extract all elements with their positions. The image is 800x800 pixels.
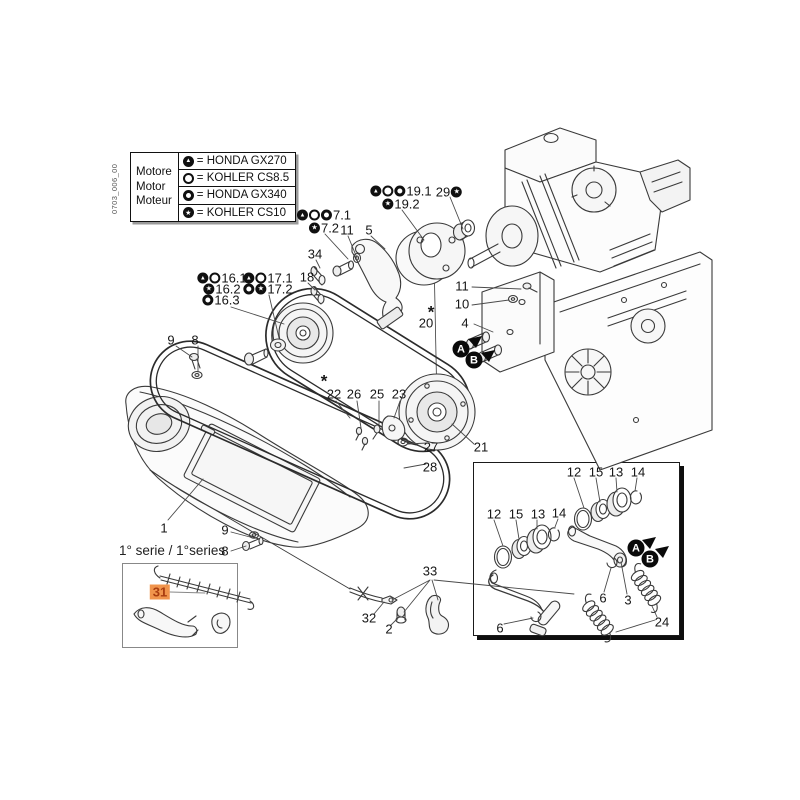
legend-engine-name: = HONDA GX340: [196, 189, 287, 202]
engine-variant-symbol-ring: [308, 209, 320, 221]
part-label-19.1: ▲19.1: [370, 185, 432, 198]
pulley-16-drawing: [243, 302, 334, 366]
legend-rows: ▲= HONDA GX270 = KOHLER CS8.5 = HONDA GX34…: [178, 153, 296, 221]
engine-legend-box: Motore Motor Moteur ▲= HONDA GX270 = KOHL…: [130, 152, 297, 222]
legend-row: = HONDA GX340: [178, 186, 296, 203]
first-series-inset-box: [122, 563, 238, 648]
legend-column-label: Motore Motor Moteur: [131, 153, 179, 221]
part-label-32: 32: [361, 610, 377, 626]
part-label-26: 26: [346, 386, 362, 402]
part-label-23: 23: [391, 386, 407, 402]
engine-variant-symbol-ring: [382, 185, 394, 197]
engine-variant-symbol-tri: ▲: [197, 272, 209, 284]
engine-variant-symbol-star: ★: [203, 283, 215, 295]
engine-variant-symbol-tri: ▲: [370, 185, 382, 197]
legend-row: ▲= HONDA GX270: [179, 153, 295, 169]
engine-variant-symbol-star: ★: [451, 186, 463, 198]
part-label-20: 20: [418, 315, 434, 331]
part-label-16.1: ▲16.1: [197, 272, 247, 285]
part-label-7.2: ★7.2: [308, 222, 339, 235]
view-badge-B: B: [465, 351, 483, 369]
part-label-22: 22: [326, 386, 342, 402]
part-label-6: 6: [599, 590, 607, 606]
belt-22-drawing: [149, 340, 451, 520]
part-label-8: 8: [221, 543, 229, 559]
part-label-8: 8: [191, 332, 199, 348]
part-label-9: 9: [167, 332, 175, 348]
engine-variant-symbol-ring: [255, 272, 267, 284]
part-label-6: 6: [496, 620, 504, 636]
clutch-drawing: [395, 219, 476, 286]
part-label-16.3: 16.3: [202, 294, 240, 307]
part-label-9: 9: [221, 522, 229, 538]
legend-engine-name: = HONDA GX270: [196, 155, 287, 168]
belt-20-drawing: [265, 287, 471, 453]
legend-engine-name: = KOHLER CS10: [196, 206, 286, 219]
part-label-13: 13: [608, 464, 624, 480]
engine-variant-symbol-star: ★: [255, 283, 267, 295]
part-label-31: 31: [149, 584, 171, 600]
engine-variant-symbol-ring2: [243, 283, 255, 295]
part-label-14: 14: [630, 464, 646, 480]
part-label-11: 11: [340, 222, 354, 238]
part-label-2: 2: [385, 621, 393, 637]
idler-parts-drawing: [355, 415, 409, 451]
part-label-18: 18: [299, 269, 315, 285]
part-label-27: 27: [423, 439, 439, 455]
part-label-13: 13: [530, 506, 546, 522]
part-label-11: 11: [455, 278, 469, 294]
view-badge-B: B: [641, 550, 659, 568]
lever-detail-inset-box: [473, 462, 680, 636]
part-label-7.1: ▲7.1: [296, 209, 351, 222]
legend-row: = KOHLER CS8.5: [178, 169, 296, 186]
engine-variant-symbol-star: ★: [182, 207, 194, 219]
series-note: 1° serie / 1°series: [119, 543, 226, 558]
part-label-17.2: ★17.2: [243, 283, 293, 296]
view-badge-A: A: [627, 539, 645, 557]
screws-drawing: [188, 352, 264, 552]
part-label-10: 10: [454, 296, 470, 312]
part-label-19.2: ★19.2: [382, 198, 420, 211]
engine-variant-symbol-ring2: [320, 209, 332, 221]
axis-line: [433, 255, 438, 407]
belt-guard-housing-drawing: [125, 385, 369, 548]
part-label-29: 29★: [436, 186, 463, 199]
legend-row: ★= KOHLER CS10: [178, 203, 296, 221]
part-label-4: 4: [461, 315, 469, 331]
part-label-34: 34: [307, 246, 323, 262]
part-label-15: 15: [588, 464, 604, 480]
engine-drawing: [467, 127, 713, 471]
document-code: 0703_006_00: [110, 163, 119, 214]
part-label-17.1: ▲17.1: [243, 272, 293, 285]
engine-variant-symbol-ring2: [394, 185, 406, 197]
part-label-15: 15: [508, 506, 524, 522]
part-label-3: 3: [624, 592, 632, 608]
part-label-5: 5: [365, 222, 373, 238]
part-label-24: 24: [654, 614, 670, 630]
part-label-12: 12: [566, 464, 582, 480]
engine-variant-symbol-tri: ▲: [182, 155, 194, 167]
engine-variant-symbol-ring: [209, 272, 221, 284]
part-label-12: 12: [486, 506, 502, 522]
engine-variant-symbol-tri: ▲: [243, 272, 255, 284]
tensioner-lever-drawing: [310, 238, 404, 330]
part-label-16.2: ★16.2: [203, 283, 241, 296]
part-label-25: 25: [369, 386, 385, 402]
engine-variant-symbol-ring: [182, 172, 194, 184]
engine-variant-symbol-ring2: [182, 189, 194, 201]
part-label-1: 1: [160, 520, 168, 536]
engine-variant-symbol-ring2: [202, 294, 214, 306]
engine-variant-symbol-star: ★: [308, 222, 320, 234]
part-label-28: 28: [422, 459, 438, 475]
engine-variant-symbol-tri: ▲: [296, 209, 308, 221]
legend-engine-name: = KOHLER CS8.5: [196, 172, 290, 185]
part-label-33: 33: [422, 563, 438, 579]
part-label-14: 14: [551, 505, 567, 521]
engine-variant-symbol-star: ★: [382, 198, 394, 210]
part-label-21: 21: [473, 439, 489, 455]
